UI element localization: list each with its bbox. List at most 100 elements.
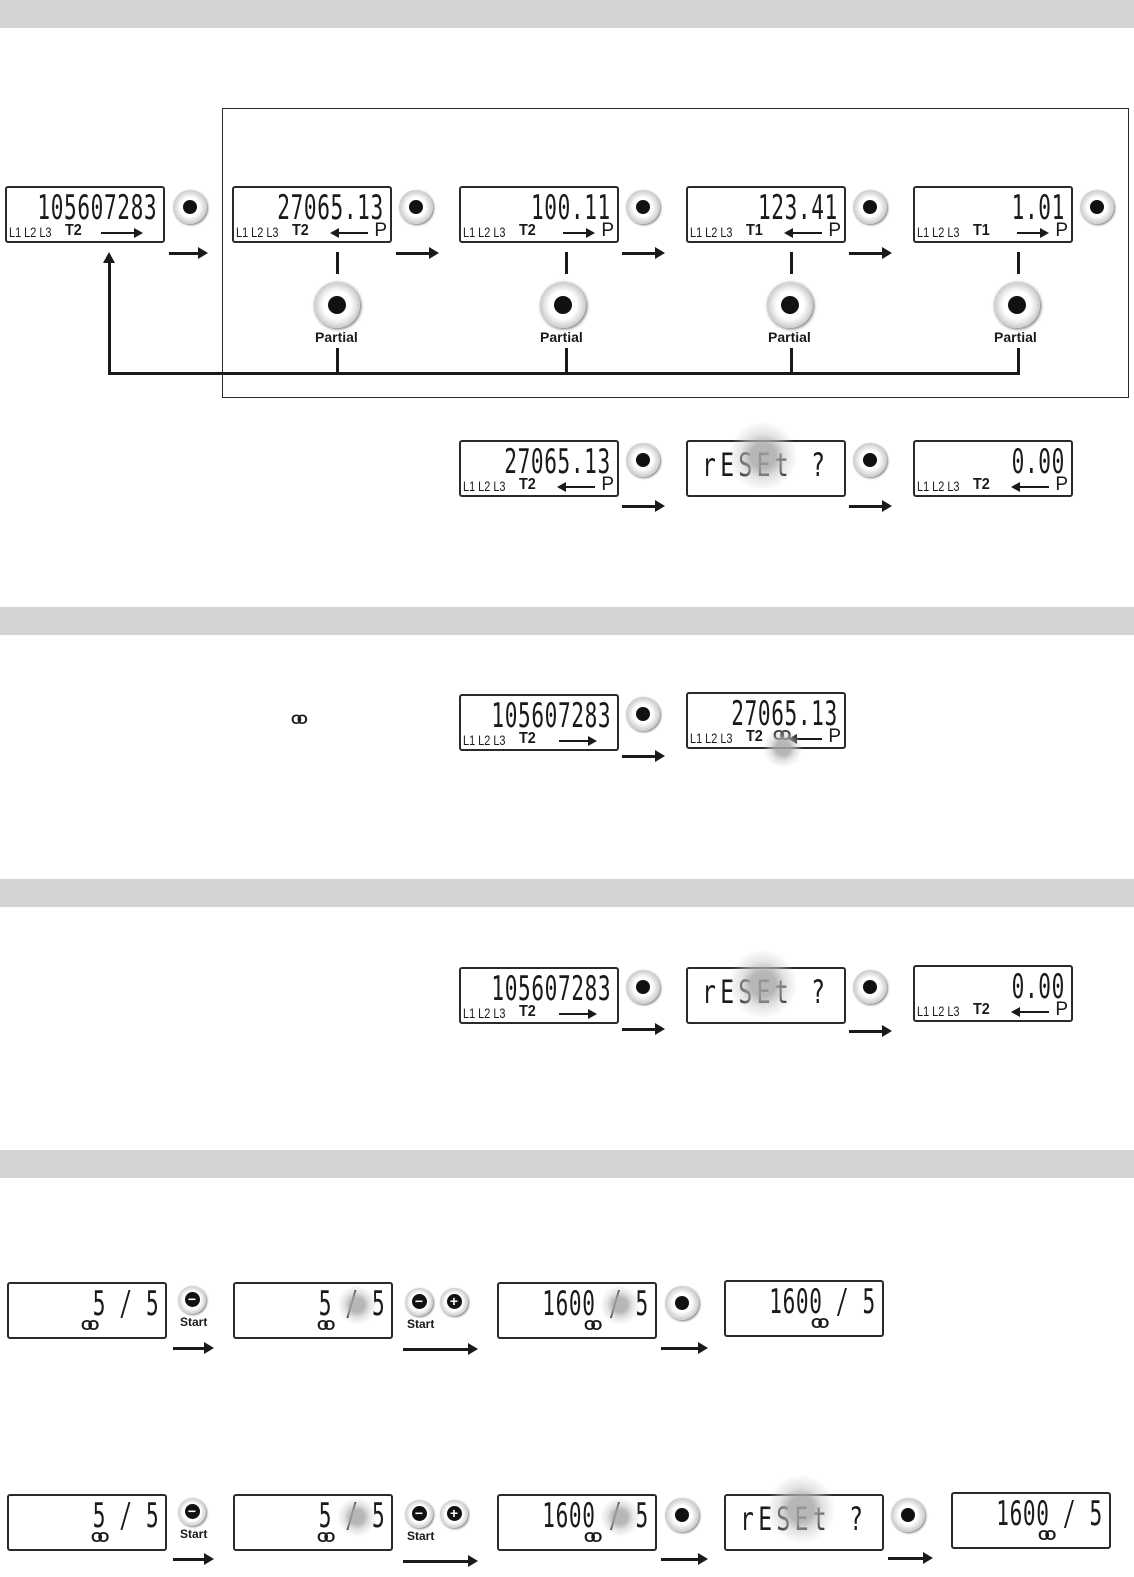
scroll-button[interactable]	[853, 190, 887, 224]
direction-arrow-right-icon	[1017, 228, 1049, 238]
lcd-reset-prompt: rESEt ?	[686, 967, 846, 1024]
return-line	[108, 372, 1020, 375]
plus-button[interactable]: +	[440, 1288, 468, 1316]
connector-line	[336, 348, 339, 375]
lcd-ct-ratio-edit: 1600 / 5 OO	[497, 1494, 657, 1551]
confirm-button[interactable]	[665, 1286, 699, 1320]
connector-line	[565, 252, 568, 274]
lcd-phases: L1 L2 L3	[463, 478, 506, 494]
ct-transformer-icon: OO	[584, 1317, 602, 1334]
lcd-ct-ratio-set: 1600 / 5 OO	[724, 1280, 884, 1337]
lcd-reset-text: rESEt ?	[702, 446, 830, 484]
flow-arrow-icon	[396, 247, 439, 259]
lcd-tariff: T1	[746, 222, 763, 239]
ct-transformer-icon: OO	[773, 727, 791, 744]
minus-icon: −	[411, 1506, 427, 1521]
plus-icon: +	[446, 1506, 462, 1521]
lcd-digits: 0.00	[1011, 442, 1065, 482]
lcd-digits: 27065.13	[504, 442, 611, 482]
lcd-partial-after-reset: 0.00 L1 L2 L3 T2 P	[913, 440, 1073, 497]
connector-line	[1017, 252, 1020, 274]
lcd-partial-after-reset: 0.00 L1 L2 L3 T2 P	[913, 965, 1073, 1022]
partial-button[interactable]	[314, 282, 360, 328]
lcd-partial-before-reset: 27065.13 L1 L2 L3 T2 P	[459, 440, 619, 497]
lcd-phases: L1 L2 L3	[917, 1003, 960, 1019]
lcd-digits: 0.00	[1011, 967, 1065, 1007]
lcd-reset-prompt: rESEt ?	[686, 440, 846, 497]
confirm-button[interactable]	[853, 443, 887, 477]
partial-button[interactable]	[540, 282, 586, 328]
flow-arrow-icon	[849, 1025, 892, 1037]
minus-button[interactable]: −	[405, 1500, 433, 1528]
minus-button[interactable]: −	[178, 1498, 206, 1526]
partial-button-label: Partial	[540, 329, 583, 345]
plus-button[interactable]: +	[440, 1500, 468, 1528]
lcd-partial-2: 100.11 L1 L2 L3 T2 P	[459, 186, 619, 243]
flow-arrow-icon	[888, 1552, 933, 1564]
lcd-partial-3: 123.41 L1 L2 L3 T1 P	[686, 186, 846, 243]
ct-transformer-icon: OO	[91, 1529, 109, 1546]
section-band-2	[0, 607, 1134, 635]
partial-button[interactable]	[767, 282, 813, 328]
partial-button[interactable]	[994, 282, 1040, 328]
scroll-button[interactable]	[173, 190, 207, 224]
start-label: Start	[180, 1527, 208, 1541]
lcd-tariff: T2	[973, 476, 990, 493]
plus-icon: +	[446, 1294, 462, 1309]
scroll-button[interactable]	[626, 443, 660, 477]
flow-arrow-icon	[173, 1553, 214, 1565]
lcd-ct-ratio: 5 / 5 OO	[7, 1494, 167, 1551]
flow-arrow-icon	[622, 500, 665, 512]
start-label: Start	[407, 1317, 435, 1331]
section-band-4	[0, 1150, 1134, 1178]
lcd-partial-flag: P	[1055, 474, 1068, 495]
minus-icon: −	[184, 1292, 200, 1307]
direction-arrow-right-icon	[559, 1009, 597, 1019]
lcd-reset-text: rESEt ?	[740, 1500, 868, 1538]
flow-arrow-icon	[622, 1023, 665, 1035]
scroll-button[interactable]	[626, 970, 660, 1004]
minus-button[interactable]: −	[178, 1286, 206, 1314]
lcd-partial-1: 27065.13 L1 L2 L3 T2 P	[232, 186, 392, 243]
section-band-3	[0, 879, 1134, 907]
lcd-digits: 1.01	[1011, 188, 1065, 228]
scroll-button[interactable]	[1080, 190, 1114, 224]
start-label: Start	[180, 1315, 208, 1329]
lcd-partial-flag: P	[601, 220, 614, 241]
confirm-button[interactable]	[853, 970, 887, 1004]
scroll-button[interactable]	[626, 697, 660, 731]
lcd-partial-ct: 27065.13 L1 L2 L3 T2 OO P	[686, 692, 846, 749]
confirm-button[interactable]	[891, 1498, 925, 1532]
lcd-reset-prompt: rESEt ?	[724, 1494, 884, 1551]
minus-button[interactable]: −	[405, 1288, 433, 1316]
direction-arrow-left-icon	[557, 482, 595, 492]
ct-transformer-icon: OO	[1038, 1527, 1056, 1544]
lcd-ct-ratio-edit: 1600 / 5 OO	[497, 1282, 657, 1339]
lcd-total-energy: 105607283 L1 L2 L3 T2	[459, 694, 619, 751]
partial-button-label: Partial	[768, 329, 811, 345]
lcd-partial-flag: P	[374, 220, 387, 241]
partial-button-label: Partial	[315, 329, 358, 345]
ct-transformer-icon: OO	[317, 1529, 335, 1546]
lcd-phases: L1 L2 L3	[690, 224, 733, 240]
lcd-reset-text: rESEt ?	[702, 973, 830, 1011]
lcd-ct-ratio-edit: 5 / 5 OO	[233, 1282, 393, 1339]
return-arrow-up-icon	[103, 252, 115, 375]
direction-arrow-left-icon	[1011, 482, 1049, 492]
scroll-button[interactable]	[399, 190, 433, 224]
direction-arrow-right-icon	[559, 736, 597, 746]
flow-arrow-icon	[849, 247, 892, 259]
scroll-button[interactable]	[665, 1498, 699, 1532]
lcd-phases: L1 L2 L3	[463, 224, 506, 240]
start-label: Start	[407, 1529, 435, 1543]
partial-counters-frame	[222, 108, 1129, 398]
lcd-tariff: T2	[519, 476, 536, 493]
lcd-tariff: T2	[65, 222, 82, 239]
lcd-tariff: T2	[746, 728, 763, 745]
lcd-total-energy: 105607283 L1 L2 L3 T2	[5, 186, 165, 243]
ct-transformer-icon: OO	[811, 1315, 829, 1332]
lcd-digits: 123.41	[758, 188, 838, 228]
partial-button-label: Partial	[994, 329, 1037, 345]
scroll-button[interactable]	[626, 190, 660, 224]
lcd-ct-ratio-edit: 5 / 5 OO	[233, 1494, 393, 1551]
